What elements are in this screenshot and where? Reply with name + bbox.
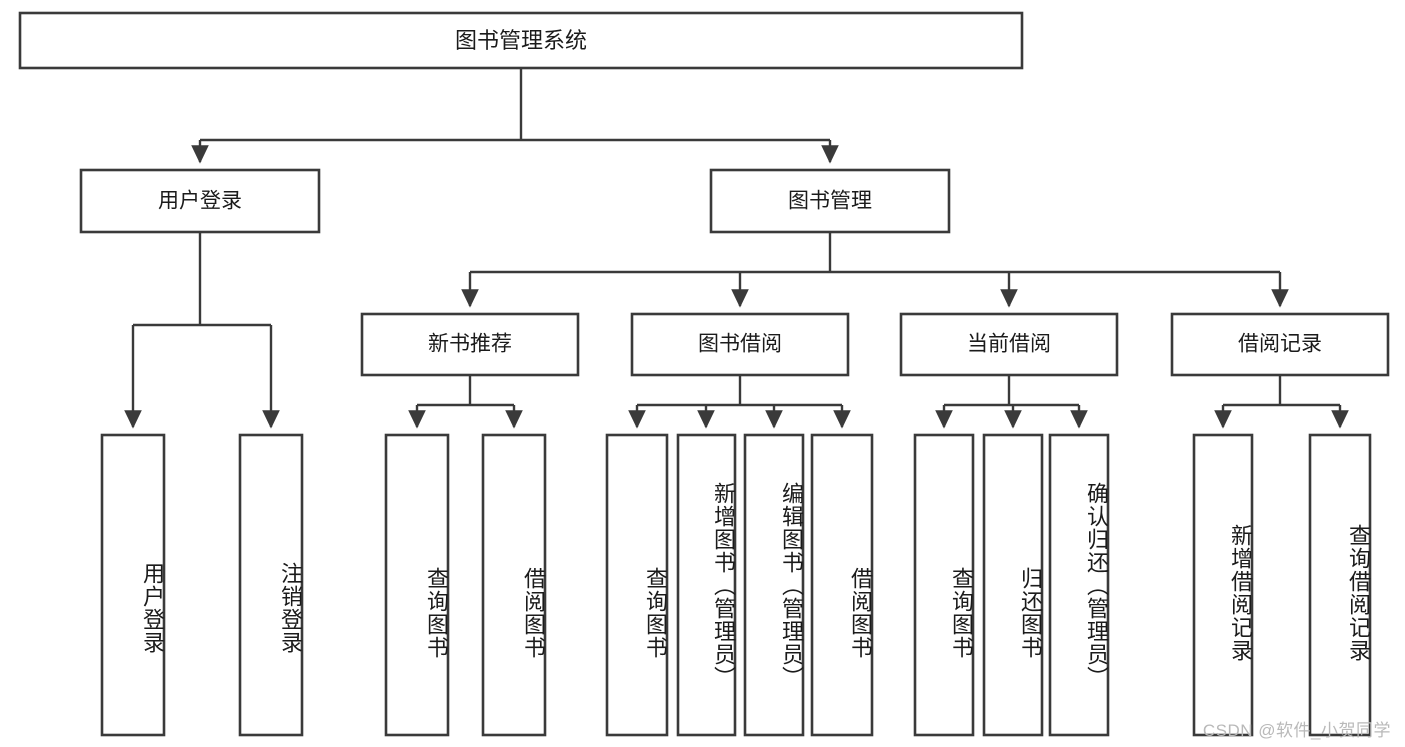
csdn-watermark: CSDN @软件_小贺同学 — [1202, 721, 1391, 740]
leaf-box-user-login[interactable] — [100, 433, 166, 737]
leaf-box-add-book-admin[interactable] — [676, 433, 737, 737]
node-root[interactable]: 图书管理系统 — [18, 11, 1024, 70]
node-user-login[interactable]: 用户登录 — [79, 168, 321, 234]
node-new-book-recommend[interactable]: 新书推荐 — [360, 312, 580, 377]
node-new-book-recommend-box[interactable] — [360, 312, 580, 377]
leaf-box-return-books[interactable] — [982, 433, 1044, 737]
leaf-box-group — [100, 433, 1372, 737]
node-borrow-record[interactable]: 借阅记录 — [1170, 312, 1390, 377]
node-root-box[interactable] — [18, 11, 1024, 70]
leaf-box-query-books-current[interactable] — [913, 433, 975, 737]
node-user-login-box[interactable] — [79, 168, 321, 234]
leaf-box-confirm-return-admin[interactable] — [1048, 433, 1110, 737]
node-borrow-record-label: 借阅记录 — [1238, 333, 1322, 356]
node-current-borrow-label: 当前借阅 — [967, 333, 1051, 356]
node-book-borrow[interactable]: 图书借阅 — [630, 312, 850, 377]
leaf-box-edit-book-admin[interactable] — [743, 433, 805, 737]
node-book-management[interactable]: 图书管理 — [709, 168, 951, 234]
leaf-box-query-borrow-record[interactable] — [1308, 433, 1372, 737]
node-borrow-record-box[interactable] — [1170, 312, 1390, 377]
node-new-book-recommend-label: 新书推荐 — [428, 333, 512, 356]
node-book-borrow-box[interactable] — [630, 312, 850, 377]
node-current-borrow-box[interactable] — [899, 312, 1119, 377]
node-root-label: 图书管理系统 — [455, 28, 587, 53]
node-book-management-box[interactable] — [709, 168, 951, 234]
node-book-management-label: 图书管理 — [788, 190, 872, 213]
node-current-borrow[interactable]: 当前借阅 — [899, 312, 1119, 377]
leaf-box-query-books-borrow[interactable] — [605, 433, 669, 737]
leaf-box-add-borrow-record[interactable] — [1192, 433, 1254, 737]
node-user-login-label: 用户登录 — [158, 190, 242, 213]
node-book-borrow-label: 图书借阅 — [698, 333, 782, 356]
leaf-box-logout[interactable] — [238, 433, 304, 737]
leaf-box-query-books-new[interactable] — [384, 433, 450, 737]
leaf-box-borrow-books-borrow[interactable] — [810, 433, 874, 737]
leaf-box-borrow-books-new[interactable] — [481, 433, 547, 737]
connector-group — [124, 68, 1349, 429]
